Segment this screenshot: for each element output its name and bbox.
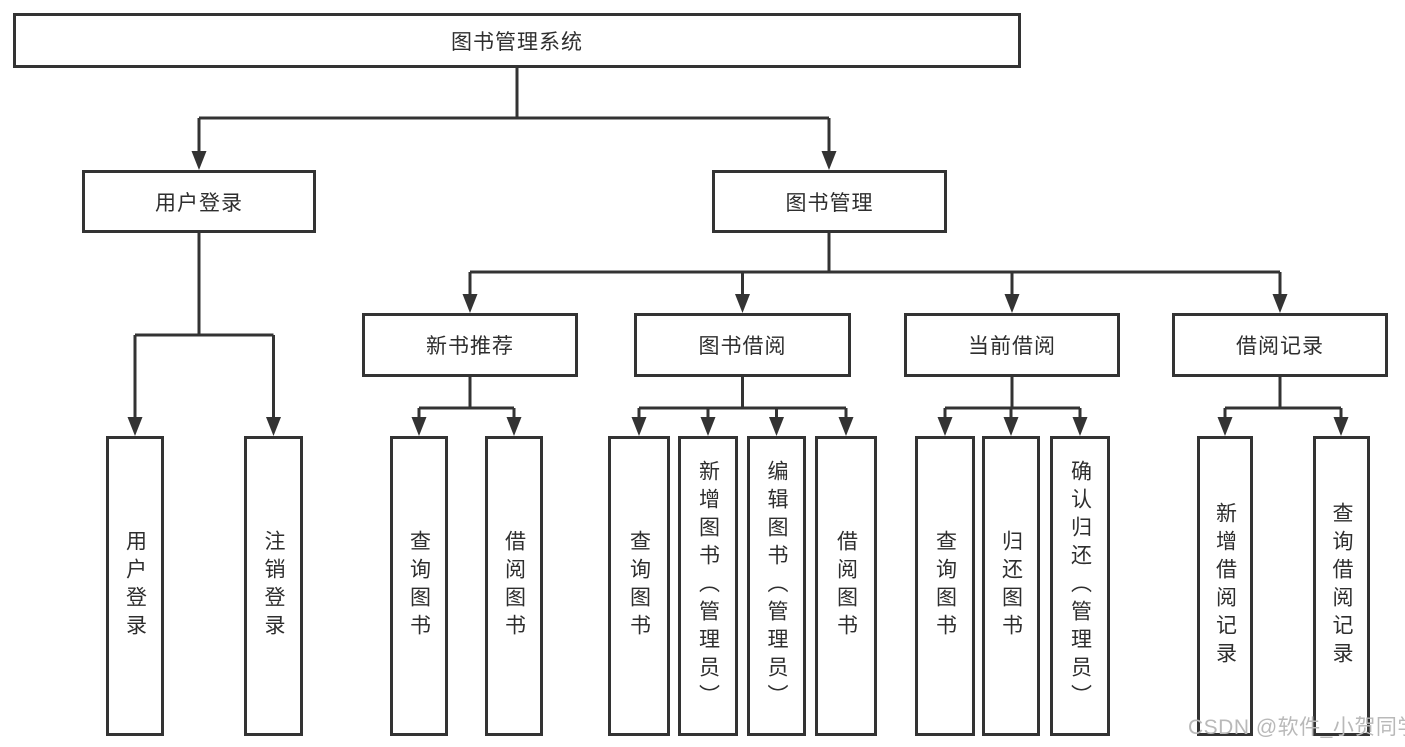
arrowhead bbox=[127, 417, 143, 436]
edge-borrow-records-to-children bbox=[1223, 377, 1343, 418]
node-label: 查询借阅记录 bbox=[1330, 502, 1353, 670]
arrowhead bbox=[191, 151, 207, 170]
leaf-query-books-borrow: 查询图书 bbox=[608, 436, 670, 736]
arrowhead bbox=[411, 417, 427, 436]
arrowhead bbox=[1333, 417, 1349, 436]
node-label: 图书管理 bbox=[785, 191, 874, 215]
node-label: 图书管理系统 bbox=[451, 30, 583, 54]
node-book-borrow: 图书借阅 bbox=[634, 313, 851, 377]
leaf-edit-book-admin: 编辑图书（管理员） bbox=[747, 436, 806, 736]
arrowheads bbox=[127, 151, 1349, 436]
arrowhead bbox=[821, 151, 837, 170]
node-label: 借阅记录 bbox=[1236, 335, 1324, 358]
node-label: 新书推荐 bbox=[426, 335, 514, 358]
leaf-user-login: 用户登录 bbox=[106, 436, 164, 736]
edge-book-borrow-to-children bbox=[637, 377, 848, 418]
arrowhead bbox=[462, 294, 478, 313]
arrowhead bbox=[769, 417, 784, 436]
leaf-logout: 注销登录 bbox=[244, 436, 303, 736]
node-label: 归还图书 bbox=[999, 530, 1023, 642]
leaf-confirm-return-admin: 确认归还（管理员） bbox=[1050, 436, 1110, 736]
arrowhead bbox=[700, 417, 716, 436]
leaf-add-borrow-record: 新增借阅记录 bbox=[1197, 436, 1253, 736]
arrowhead bbox=[1004, 294, 1020, 313]
edge-new-book-to-children bbox=[417, 377, 516, 418]
arrowhead bbox=[1003, 417, 1019, 436]
node-label: 查询图书 bbox=[933, 530, 957, 642]
leaf-query-books-current: 查询图书 bbox=[915, 436, 975, 736]
arrowhead bbox=[937, 417, 953, 436]
node-label: 用户登录 bbox=[155, 191, 243, 215]
node-label: 当前借阅 bbox=[968, 335, 1056, 358]
node-label: 注销登录 bbox=[262, 530, 285, 642]
arrowhead bbox=[1217, 417, 1233, 436]
node-book-management: 图书管理 bbox=[712, 170, 947, 233]
leaf-query-borrow-record: 查询借阅记录 bbox=[1313, 436, 1370, 736]
node-label: 图书借阅 bbox=[698, 335, 787, 358]
node-label: 新增借阅记录 bbox=[1213, 502, 1237, 670]
node-new-book-recommend: 新书推荐 bbox=[362, 313, 578, 377]
arrowhead bbox=[1072, 417, 1088, 436]
arrowhead bbox=[735, 294, 750, 313]
arrowhead bbox=[838, 417, 854, 436]
edges bbox=[133, 68, 1343, 418]
node-label: 用户登录 bbox=[123, 530, 147, 642]
node-label: 借阅图书 bbox=[502, 530, 526, 642]
leaf-return-book: 归还图书 bbox=[982, 436, 1040, 736]
node-label: 查询图书 bbox=[627, 530, 651, 642]
arrowhead bbox=[1272, 294, 1288, 313]
leaf-query-books-recommend: 查询图书 bbox=[390, 436, 448, 736]
node-label: 确认归还（管理员） bbox=[1068, 460, 1092, 712]
node-label: 借阅图书 bbox=[834, 530, 858, 642]
arrowhead bbox=[506, 417, 522, 436]
arrowhead bbox=[266, 417, 281, 436]
leaf-borrow-books: 借阅图书 bbox=[815, 436, 877, 736]
node-borrow-records: 借阅记录 bbox=[1172, 313, 1388, 377]
edge-book-mgmt-to-level3 bbox=[468, 233, 1282, 295]
csdn-watermark: CSDN @软件_小贺同学 bbox=[1188, 716, 1405, 739]
node-user-login: 用户登录 bbox=[82, 170, 316, 233]
edge-current-borrow-to-children bbox=[943, 377, 1082, 418]
node-label: 编辑图书（管理员） bbox=[765, 460, 788, 712]
leaf-borrow-books-recommend: 借阅图书 bbox=[485, 436, 543, 736]
node-root-system: 图书管理系统 bbox=[13, 13, 1021, 68]
node-label: 查询图书 bbox=[407, 530, 431, 642]
edge-root-to-level2 bbox=[197, 68, 831, 152]
arrowhead bbox=[631, 417, 647, 436]
node-current-borrow: 当前借阅 bbox=[904, 313, 1120, 377]
edge-user-login-to-children bbox=[133, 233, 275, 418]
node-label: 新增图书（管理员） bbox=[696, 460, 720, 712]
leaf-add-book-admin: 新增图书（管理员） bbox=[678, 436, 738, 736]
